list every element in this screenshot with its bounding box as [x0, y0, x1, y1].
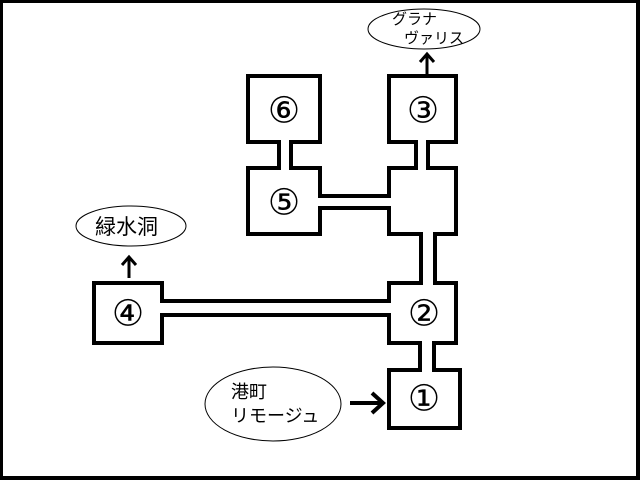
room-1-label: ①: [408, 379, 440, 420]
room-6: ⑥: [246, 74, 322, 144]
corridor-5-junction: [318, 194, 391, 210]
room-1: ①: [387, 368, 462, 430]
entrance-limoges-line1: 港町: [231, 382, 267, 403]
corridor-2-1: [418, 341, 436, 372]
room-3-label: ③: [407, 91, 439, 132]
exit-ryokusuido: 緑水洞: [75, 205, 187, 278]
room-5: ⑤: [246, 166, 322, 236]
junction-room: [387, 166, 458, 236]
room-4: ④: [92, 281, 164, 345]
entrance-limoges: 港町 リモージュ: [204, 366, 386, 442]
arrow-head-icon: [120, 254, 138, 266]
entrance-limoges-line2: リモージュ: [231, 406, 319, 427]
exit-ryokusuido-label: 緑水洞: [95, 215, 158, 239]
exit-granavalis-line2: ヴァリス: [404, 29, 464, 47]
arrow-head-icon: [418, 51, 436, 63]
exit-granavalis-line1: グラナ: [392, 10, 437, 28]
corridor-3-junction: [414, 140, 430, 170]
room-2-label: ②: [408, 294, 440, 335]
exit-granavalis-bubble: [367, 8, 481, 50]
entrance-limoges-bubble: [204, 366, 342, 442]
corridor-junction-2: [419, 232, 437, 285]
room-4-label: ④: [112, 294, 144, 335]
exit-granavalis: グラナ ヴァリス: [367, 8, 481, 74]
arrow-head-icon: [370, 391, 386, 415]
room-6-label: ⑥: [268, 91, 300, 132]
room-5-label: ⑤: [268, 183, 300, 224]
room-3: ③: [387, 74, 458, 144]
room-2: ②: [387, 281, 458, 345]
corridor-4-2: [160, 299, 391, 317]
exit-ryokusuido-bubble: [75, 205, 187, 247]
corridor-6-5: [277, 140, 293, 170]
